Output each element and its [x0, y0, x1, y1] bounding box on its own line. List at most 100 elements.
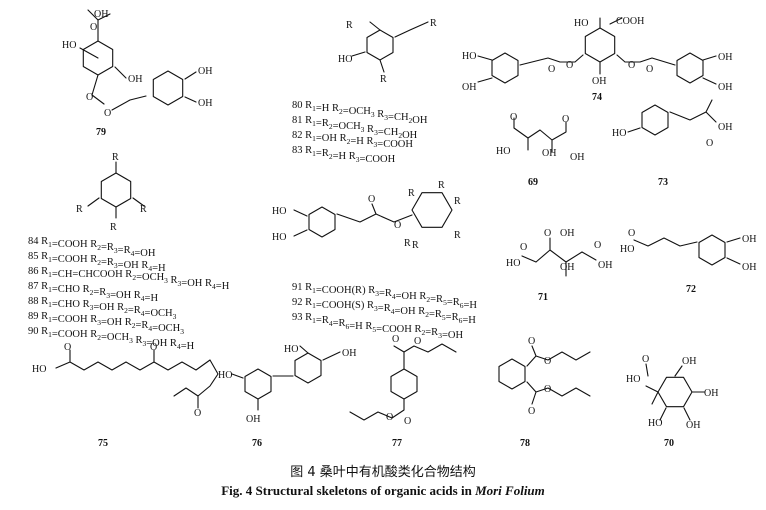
ring-91a [308, 206, 336, 238]
ring-74a [584, 27, 616, 63]
bonds-74 [477, 17, 717, 85]
label-79-oh2: OH [128, 74, 142, 85]
number-71: 71 [538, 292, 548, 303]
bonds-75 [55, 349, 219, 409]
bonds-73 [627, 99, 717, 133]
label-70-oh1: OH [682, 356, 696, 367]
label-71-oh2: OH [560, 262, 574, 273]
row-80-1: 81 R1=R2=OCH3 R3=CH2OH [292, 115, 418, 141]
label-91-ho2: HO [272, 232, 286, 243]
label-79-oh3: OH [198, 66, 212, 77]
label-76-ho2: HO [284, 344, 298, 355]
row-91-2: 93 R1=R4=R6=H R5=COOH R2=R3=OH [292, 312, 463, 341]
label-91-r1: R [438, 180, 445, 191]
label-71-o2: O [594, 240, 601, 251]
label-77-o4: O [386, 412, 393, 423]
label-84-r3: R [110, 222, 117, 233]
number-74: 74 [592, 92, 602, 103]
label-91-r6: R [408, 188, 415, 199]
bonds-80 [351, 21, 429, 73]
row-84-4: 88 R1=CHO R3=OH R2=R4=OCH3 [28, 296, 177, 321]
label-72-oh1: OH [742, 234, 756, 245]
label-69-o1: O [510, 112, 517, 123]
label-79-oh1: OH [94, 9, 108, 20]
ring-74c [676, 52, 704, 84]
label-77-o3: O [404, 416, 411, 427]
row-84-2: 86 R1=CH=CHCOOH R2=OCH3 R3=OH R4=H [28, 266, 230, 292]
bonds-76 [231, 345, 341, 411]
label-77-o1: O [392, 334, 399, 345]
label-80-ho: HO [338, 54, 352, 65]
label-71-oh3: OH [598, 260, 612, 271]
label-91-r5: R [404, 238, 411, 249]
label-70-ho2: HO [648, 418, 662, 429]
label-78-o2: O [544, 356, 551, 367]
label-71-ho: HO [506, 258, 520, 269]
label-80-r1: R [380, 74, 387, 85]
label-72-o: O [628, 228, 635, 239]
ring-76b [294, 352, 322, 384]
label-76-oh2: OH [342, 348, 356, 359]
label-74-o4: O [646, 64, 653, 75]
caption-english-prefix: Fig. 4 Structural skeletons of organic a… [221, 483, 476, 498]
row-91-1: 92 R1=COOH(S) R3=R4=OH R2=R5=R6=H [292, 297, 476, 326]
label-74-ho2: HO [462, 51, 476, 62]
label-91-r2: R [454, 196, 461, 207]
label-76-ho1: HO [218, 370, 232, 381]
ring-72 [698, 234, 726, 266]
row-84-0: 84 R1=COOH R2=R3=R4=OH [28, 236, 156, 259]
number-72: 72 [686, 284, 696, 295]
label-75-o2: O [150, 342, 157, 353]
bonds-77 [349, 343, 457, 421]
label-73-o: O [706, 138, 713, 149]
label-73-oh: OH [718, 122, 732, 133]
label-91-ho1: HO [272, 206, 286, 217]
bond-lines [55, 9, 741, 421]
label-72-ho: HO [620, 244, 634, 255]
label-91-o1: O [368, 194, 375, 205]
label-79-ho: HO [62, 40, 76, 51]
label-69-oh: OH [542, 148, 556, 159]
label-74-o2: O [628, 60, 635, 71]
row-80-0: 80 R1=H R2=OCH3 R3=CH2OH [292, 100, 428, 126]
number-77: 77 [392, 438, 402, 449]
row-84-5: 89 R1=COOH R3=OH R2=R4=OCH3 [28, 311, 184, 336]
label-80-r2: R [346, 20, 353, 31]
label-74-cooh: COOH [616, 16, 644, 27]
label-74-o3: O [548, 64, 555, 75]
label-84-r2: R [76, 204, 83, 215]
label-74-ho: HO [574, 18, 588, 29]
number-75: 75 [98, 438, 108, 449]
row-91-0: 91 R1=COOH(R) R3=R4=OH R2=R5=R6=H [292, 282, 477, 311]
row-80-3: 83 R1=R2=H R3=COOH [292, 145, 396, 165]
bonds-70 [645, 363, 705, 421]
number-78: 78 [520, 438, 530, 449]
ring-77 [390, 368, 418, 400]
label-75-ho: HO [32, 364, 46, 375]
caption-english: Fig. 4 Structural skeletons of organic a… [0, 483, 766, 499]
bonds-84 [87, 161, 145, 219]
label-69-ho: HO [496, 146, 510, 157]
label-71-oh1: OH [560, 228, 574, 239]
bonds-78 [526, 345, 591, 405]
label-79-o3: O [104, 108, 111, 119]
ring-74b [491, 52, 519, 84]
label-73-ho: HO [612, 128, 626, 139]
label-74-oh3: OH [718, 82, 732, 93]
label-70-oh3: OH [686, 420, 700, 431]
number-69: 69 [528, 177, 538, 188]
row-80-2: 82 R1=OH R2=H R3=COOH [292, 130, 413, 150]
ring-79b [152, 70, 184, 106]
label-78-o4: O [544, 384, 551, 395]
row-84-6: 90 R1=COOH R2=OCH3 R3=OH R4=H [28, 326, 195, 352]
ring-70 [657, 376, 693, 408]
label-72-oh2: OH [742, 262, 756, 273]
bonds-79 [79, 9, 197, 111]
number-79: 79 [96, 127, 106, 138]
ring-80 [366, 29, 394, 61]
ring-91b [411, 192, 453, 228]
label-70-oh2: OH [704, 388, 718, 399]
